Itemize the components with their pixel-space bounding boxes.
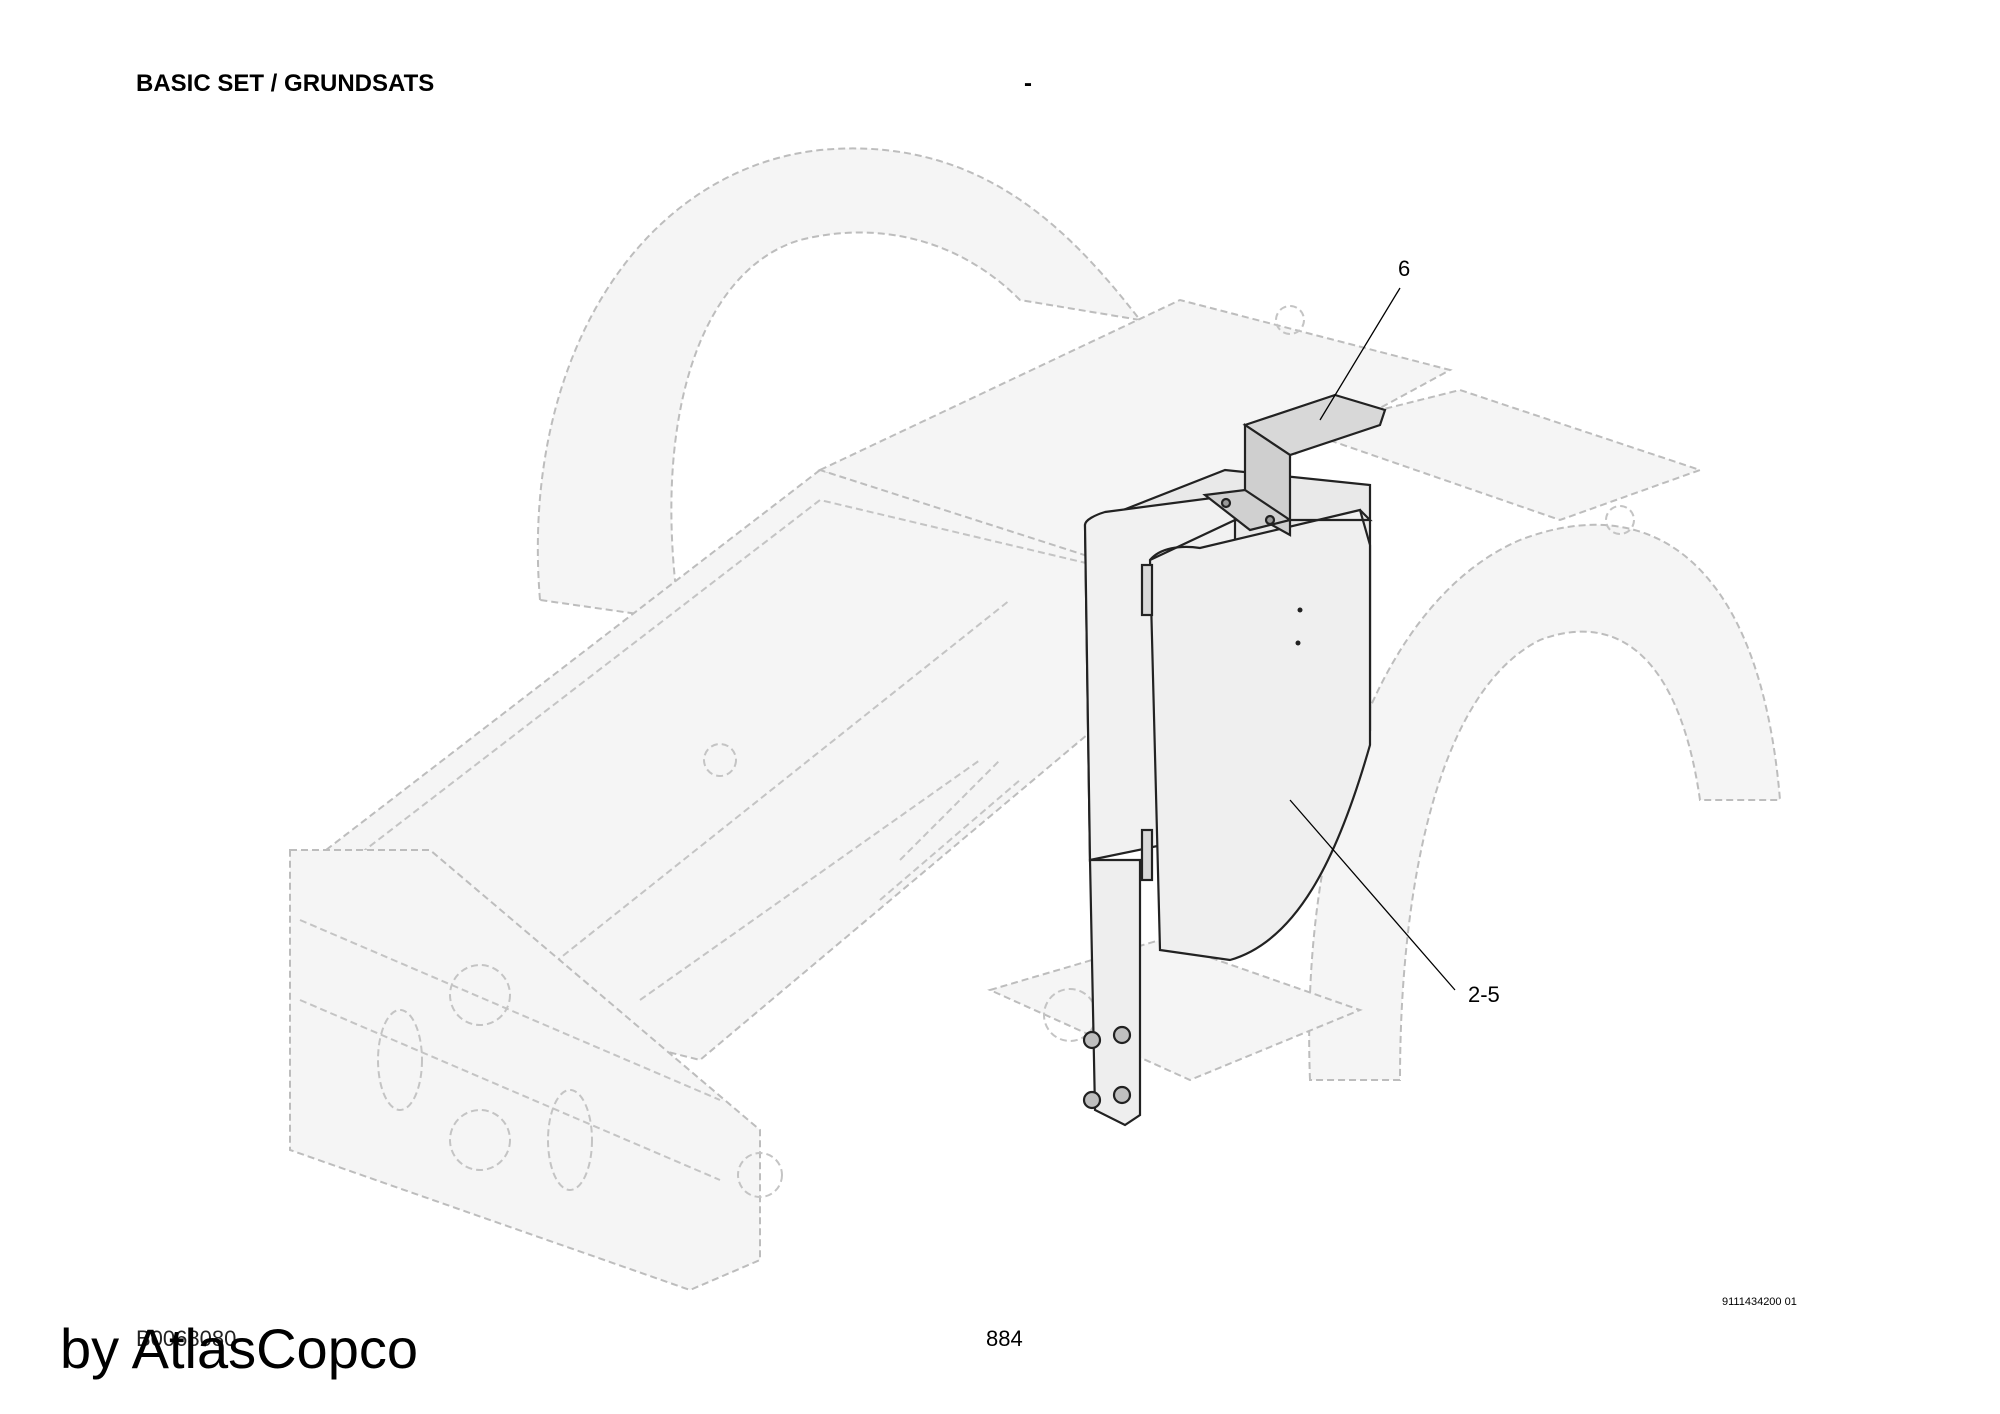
front-bumper-ghost xyxy=(289,849,761,1292)
right-beam-ghost xyxy=(1296,388,1704,522)
bolt xyxy=(1082,1090,1102,1110)
bolt xyxy=(1112,1085,1132,1105)
header-dash: - xyxy=(1024,70,1032,97)
upper-crossmember-ghost xyxy=(817,298,1453,562)
page-number: 884 xyxy=(986,1326,1023,1351)
bolt xyxy=(1082,1030,1102,1050)
figure-code: B0068080 xyxy=(136,1326,237,1351)
hole xyxy=(1295,640,1301,646)
part-6-bracket xyxy=(1202,393,1387,537)
hole xyxy=(1297,607,1303,613)
hinge-bottom xyxy=(1140,828,1154,882)
leader-line-6 xyxy=(1319,287,1401,421)
part-2-5-box xyxy=(1082,468,1373,1127)
hinge-top xyxy=(1140,563,1154,617)
leader-line-2-5 xyxy=(1289,799,1456,991)
page-title: BASIC SET / GRUNDSATS xyxy=(136,70,435,97)
box-top-edge xyxy=(1149,509,1373,561)
callout-6: 6 xyxy=(1398,256,1411,281)
watermark: by AtlasCopco xyxy=(60,1317,418,1380)
document-number: 9111434200 01 xyxy=(1722,1296,1797,1308)
mounting-rail xyxy=(1088,858,1142,1127)
lower-block-ghost xyxy=(987,938,1363,1082)
callout-2-5: 2-5 xyxy=(1468,982,1500,1007)
right-fender-ghost xyxy=(1308,523,1782,1081)
bolt xyxy=(1112,1025,1132,1045)
left-fender-ghost xyxy=(536,147,1143,622)
machine-frame-ghost xyxy=(289,147,1782,1292)
